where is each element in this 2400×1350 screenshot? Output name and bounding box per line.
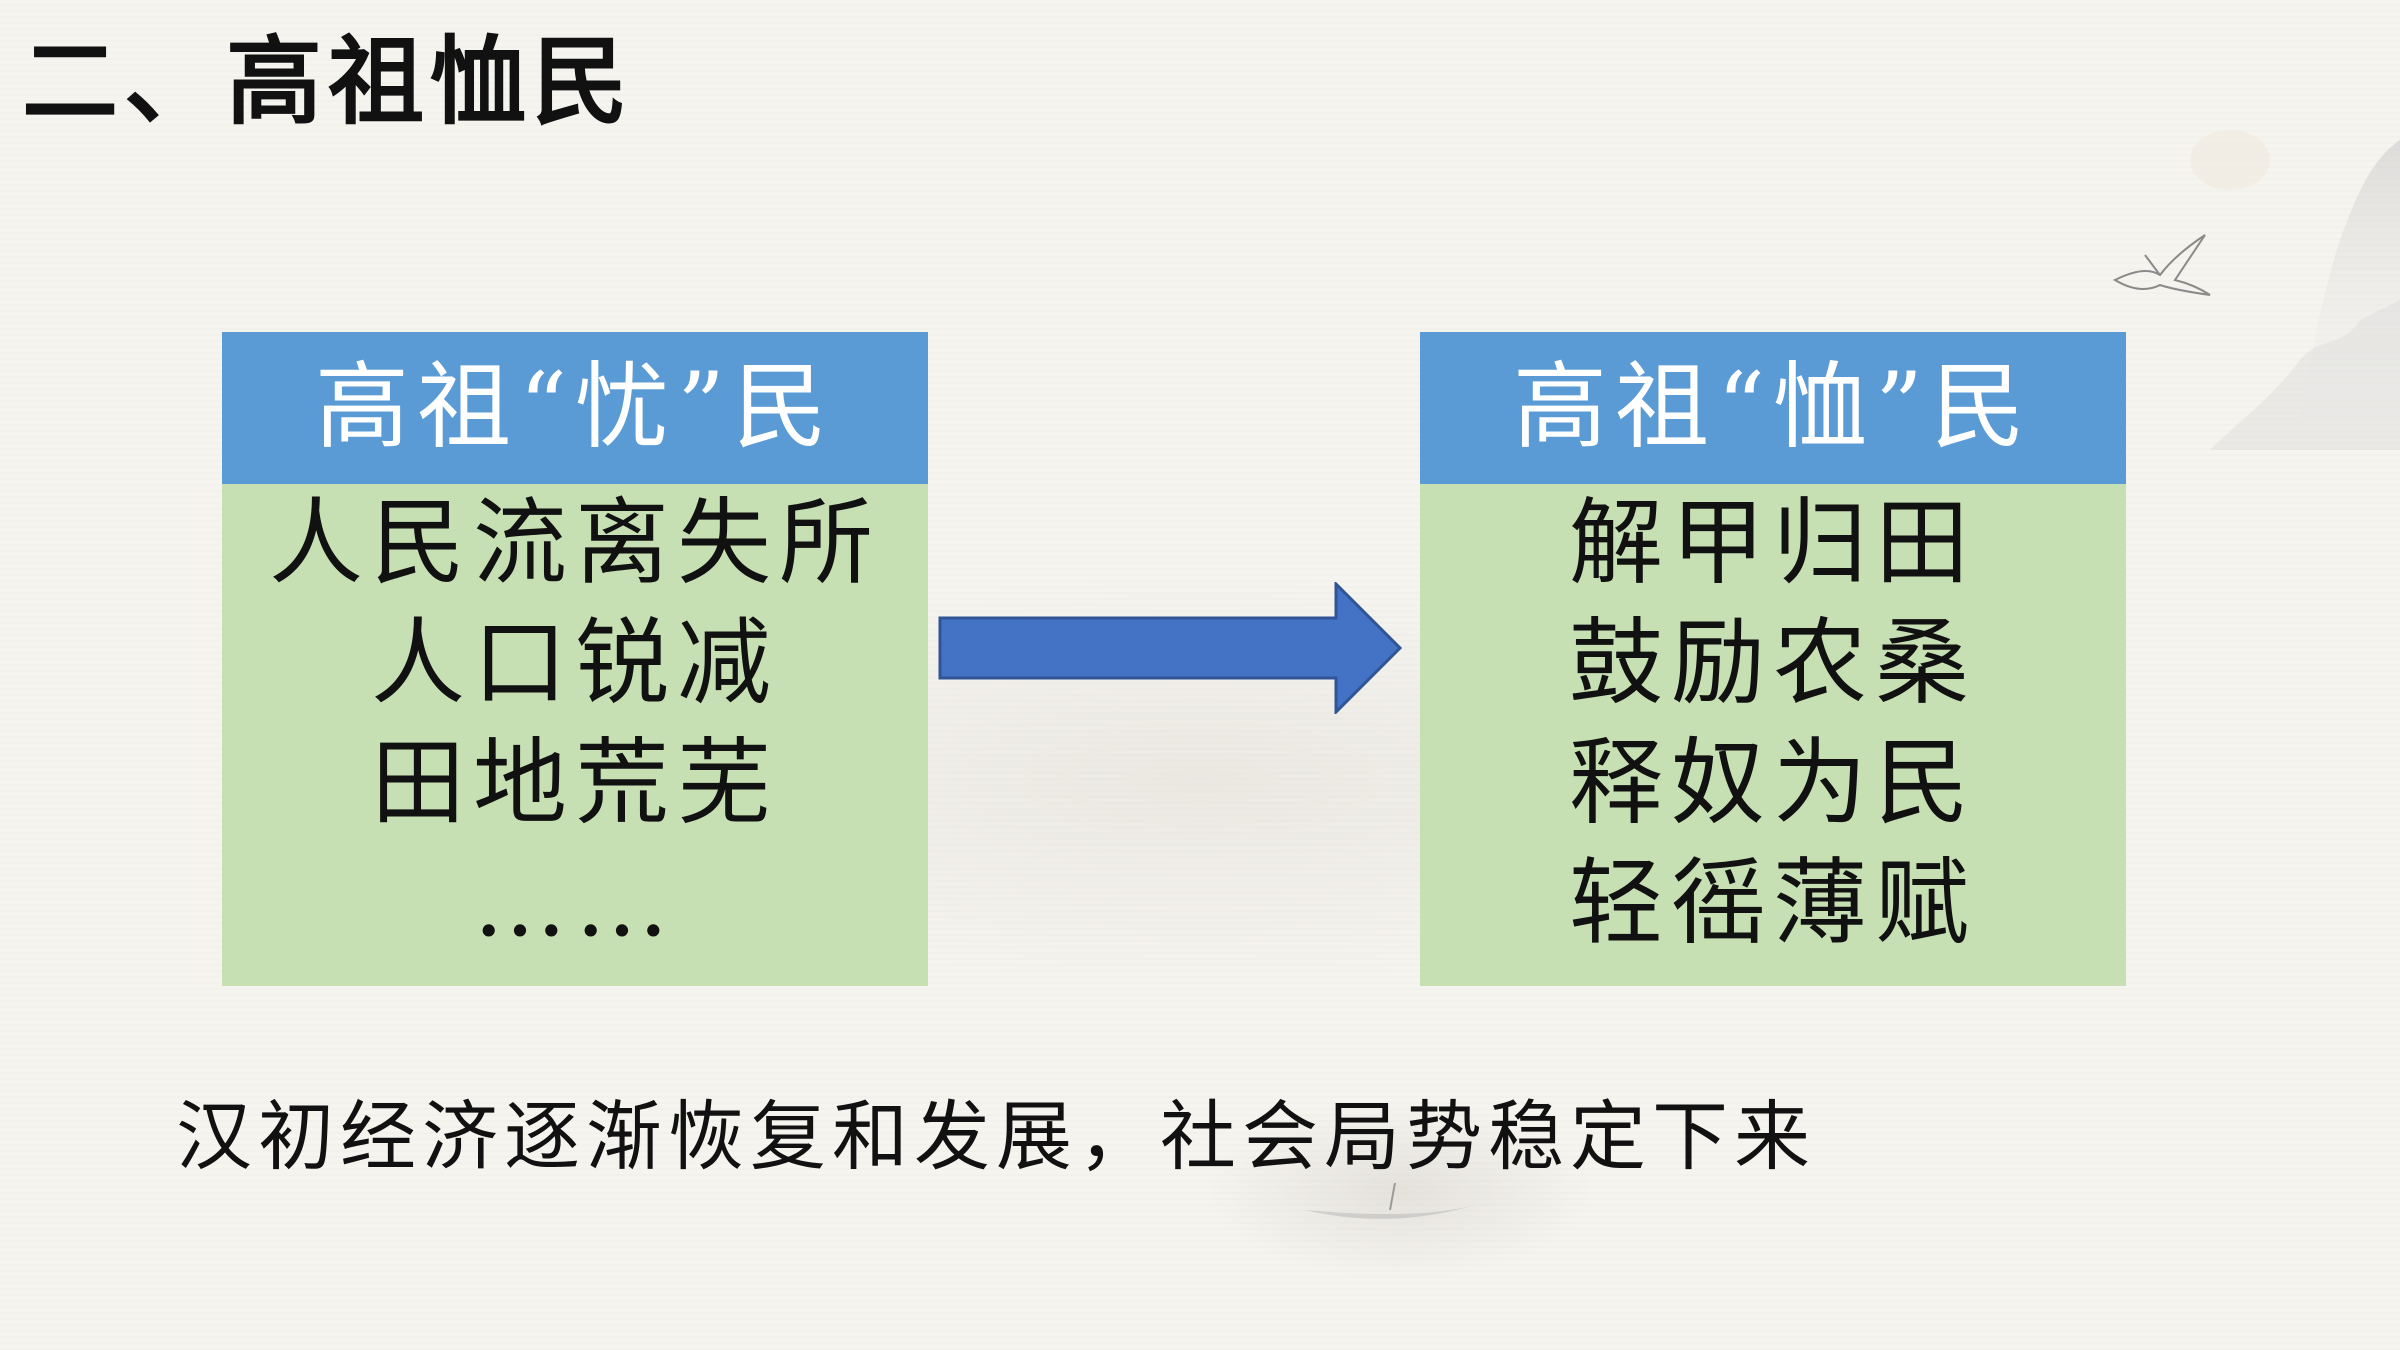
ellipsis-item: …… (473, 849, 677, 958)
problems-box-header: 高祖“忧”民 (222, 332, 928, 484)
measures-box-header: 高祖“恤”民 (1420, 332, 2126, 484)
problems-box: 高祖“忧”民 人民流离失所 人口锐减 田地荒芜 …… (222, 332, 928, 986)
measures-box: 高祖“恤”民 解甲归田 鼓励农桑 释奴为民 轻徭薄赋 (1420, 332, 2126, 986)
measure-item: 轻徭薄赋 (1568, 849, 1977, 958)
problem-item: 田地荒芜 (370, 729, 779, 838)
measure-item: 释奴为民 (1568, 729, 1977, 838)
conclusion-text: 汉初经济逐渐恢复和发展，社会局势稳定下来 (176, 1092, 1816, 1181)
right-arrow-icon (938, 582, 1402, 714)
measure-item: 鼓励农桑 (1568, 609, 1977, 718)
problem-item: 人口锐减 (370, 609, 779, 718)
measures-list: 解甲归田 鼓励农桑 释奴为民 轻徭薄赋 (1420, 484, 2126, 964)
problem-item: 人民流离失所 (268, 489, 881, 598)
page-title: 二、高祖恤民 (22, 25, 634, 138)
measure-item: 解甲归田 (1568, 489, 1977, 598)
problems-list: 人民流离失所 人口锐减 田地荒芜 …… (222, 484, 928, 964)
